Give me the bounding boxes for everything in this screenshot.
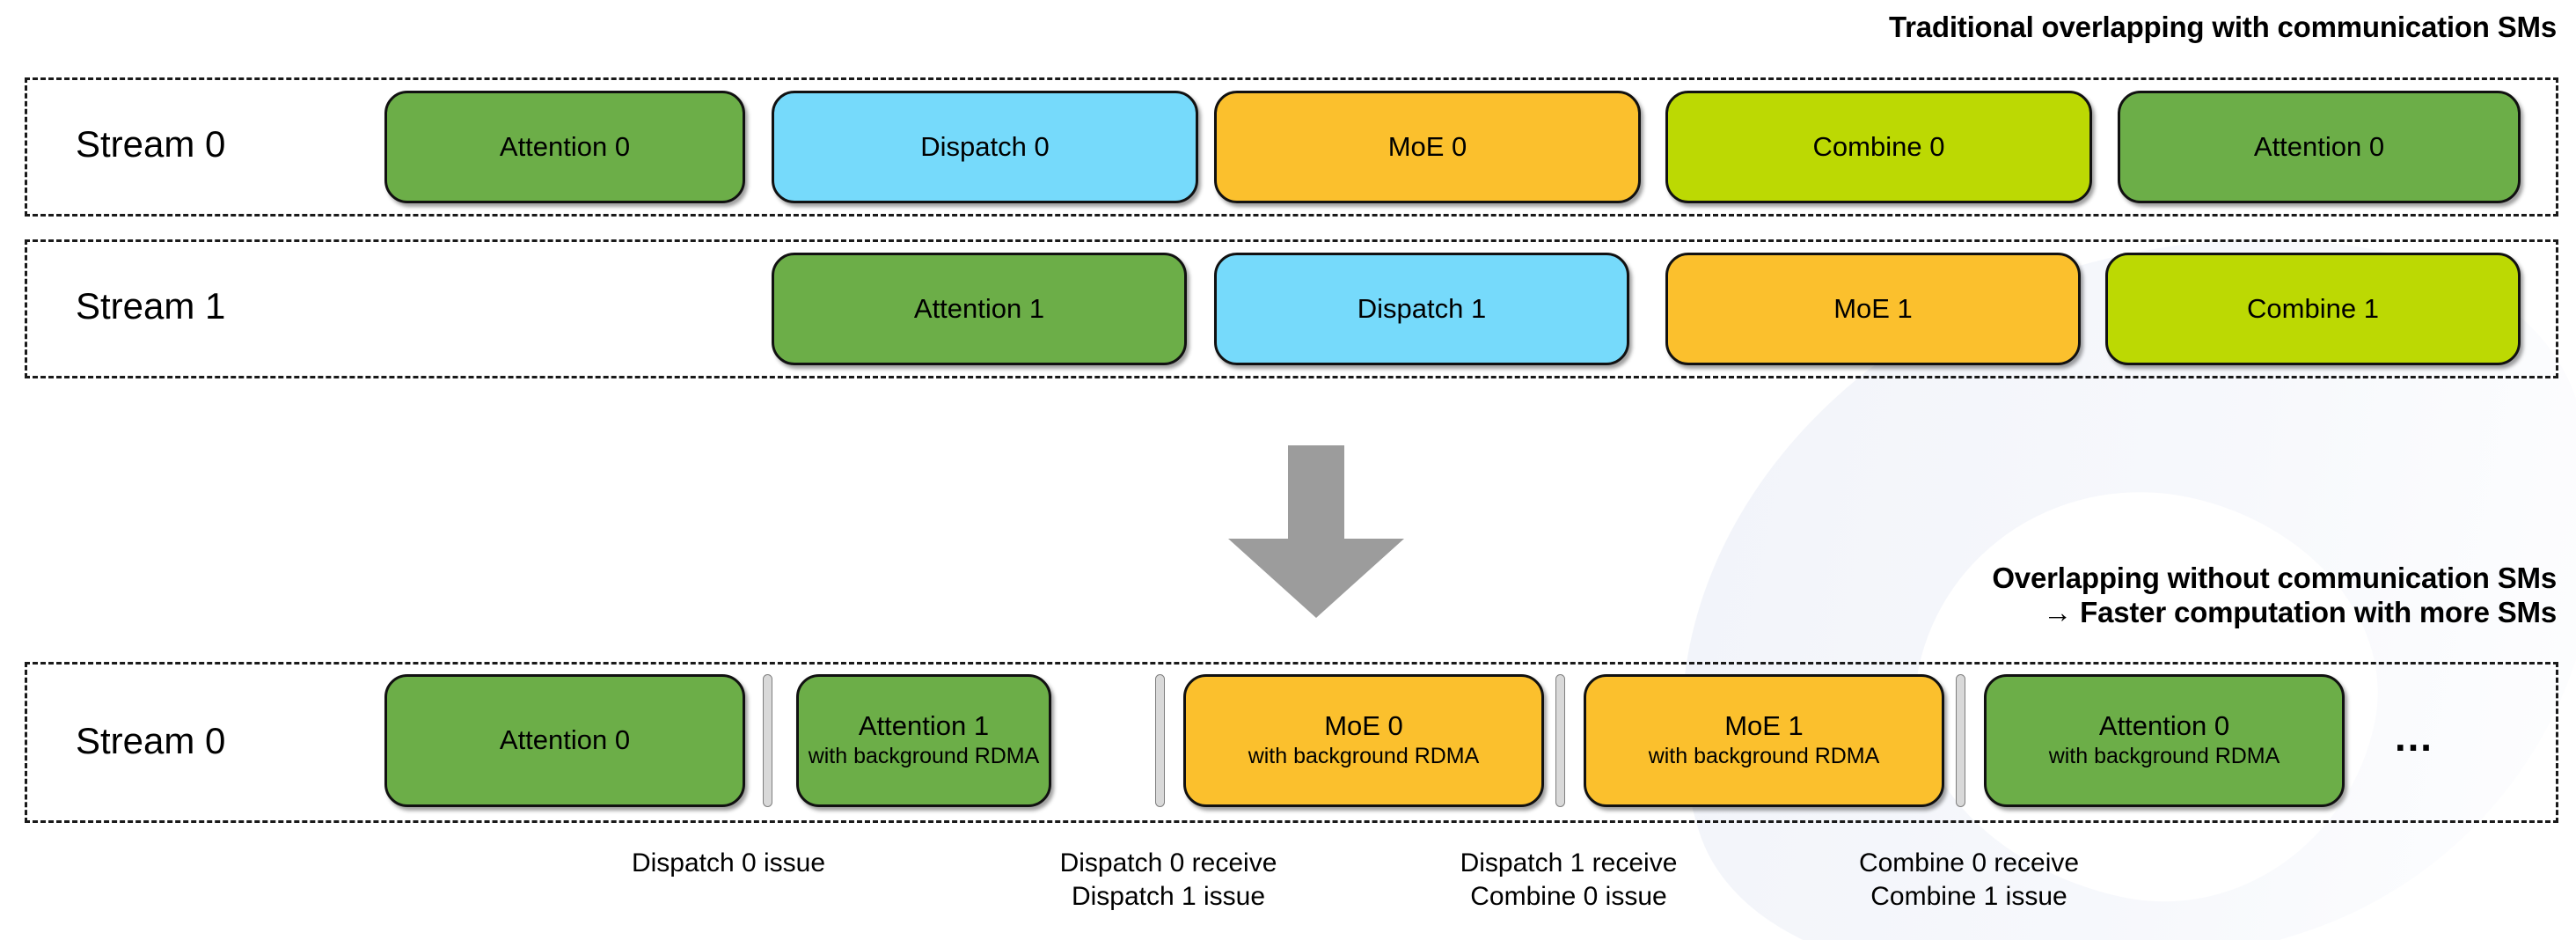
timeline-annotation: Dispatch 0 receive Dispatch 1 issue	[1059, 848, 1277, 912]
op-block-title: Combine 0	[1812, 130, 1945, 162]
op-block-attention[interactable]: Attention 0	[384, 91, 745, 203]
op-block-title: Attention 1	[858, 709, 990, 741]
op-block-attention[interactable]: Attention 0	[384, 674, 745, 807]
op-block-title: Attention 0	[2098, 709, 2230, 741]
op-block-attention[interactable]: Attention 0	[2118, 91, 2521, 203]
down-arrow-icon	[1228, 445, 1404, 618]
op-block-moe[interactable]: MoE 1	[1665, 253, 2081, 365]
timeline-annotation: Dispatch 1 receive Combine 0 issue	[1460, 848, 1678, 912]
op-block-subtitle: with background RDMA	[1248, 743, 1480, 768]
op-block-attention[interactable]: Attention 1	[772, 253, 1187, 365]
op-block-title: Attention 0	[499, 724, 631, 756]
block-separator-bar	[1555, 674, 1565, 807]
op-block-dispatch[interactable]: Dispatch 1	[1214, 253, 1629, 365]
op-block-title: Attention 0	[2253, 130, 2385, 162]
op-block-title: MoE 0	[1324, 709, 1403, 741]
lane-label-stream-0: Stream 0	[76, 123, 226, 165]
op-block-title: Dispatch 1	[1357, 292, 1487, 324]
block-separator-bar	[1956, 674, 1965, 807]
ellipsis-continuation: …	[2393, 714, 2438, 760]
op-block-title: MoE 1	[1724, 709, 1804, 741]
op-block-subtitle: with background RDMA	[808, 743, 1040, 768]
lane-label-stream-1: Stream 1	[76, 285, 226, 327]
timeline-annotation: Combine 0 receive Combine 1 issue	[1858, 848, 2080, 912]
op-block-title: Combine 1	[2247, 292, 2379, 324]
op-block-title: MoE 0	[1387, 130, 1467, 162]
op-block-combine[interactable]: Combine 1	[2105, 253, 2521, 365]
op-block-moe[interactable]: MoE 0	[1214, 91, 1641, 203]
lane-label-stream-0-optimized: Stream 0	[76, 720, 226, 761]
op-block-combine[interactable]: Combine 0	[1665, 91, 2092, 203]
op-block-subtitle: with background RDMA	[1648, 743, 1880, 768]
op-block-title: Attention 0	[499, 130, 631, 162]
op-block-title: Dispatch 0	[920, 130, 1050, 162]
block-separator-bar	[763, 674, 772, 807]
op-block-dispatch[interactable]: Dispatch 0	[772, 91, 1198, 203]
op-block-title: Attention 1	[913, 292, 1045, 324]
op-block-title: MoE 1	[1833, 292, 1913, 324]
heading-traditional: Traditional overlapping with communicati…	[1888, 11, 2557, 43]
heading-optimized: Overlapping without communication SMs → …	[1992, 562, 2557, 628]
op-block-subtitle: with background RDMA	[2048, 743, 2280, 768]
timeline-annotation: Dispatch 0 issue	[631, 848, 826, 878]
block-separator-bar	[1155, 674, 1165, 807]
